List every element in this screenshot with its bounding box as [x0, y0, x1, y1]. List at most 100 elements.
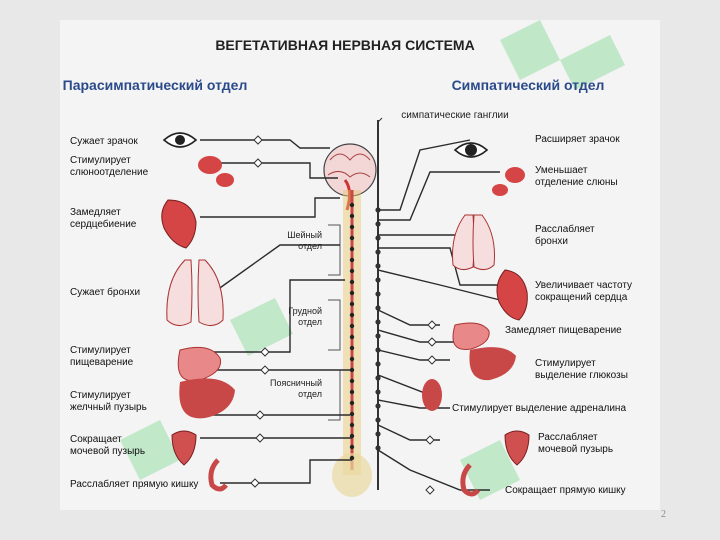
- para-effect-heart-line2: сердцебиение: [70, 218, 137, 230]
- adrenal-icon-right: [422, 379, 442, 411]
- spine-region-thoracic: Грудной отдел: [288, 306, 322, 327]
- spinal-root-dot: [349, 202, 355, 208]
- heart-icon-left: [161, 199, 197, 249]
- sympathetic-ganglion-dot: [375, 361, 381, 367]
- para-effect-bladder-line1: Сокращает: [70, 434, 122, 445]
- sympathetic-ganglion-dot: [375, 333, 381, 339]
- spine-region-cervical-line1: Шейный: [287, 230, 322, 240]
- sympathetic-ganglion-dot: [375, 305, 381, 311]
- nervous-system-diagram: ВЕГЕТАТИВНАЯ НЕРВНАЯ СИСТЕМА Парасимпати…: [60, 20, 660, 510]
- spine-region-lumbar-line1: Поясничный: [270, 378, 322, 388]
- liver-icon-right: [469, 347, 516, 381]
- spinal-root-dot: [349, 422, 355, 428]
- para-effect-pupil: Сужает зрачок: [70, 136, 138, 147]
- symp-effect-rectum: Сокращает прямую кишку: [505, 485, 626, 496]
- parasympathetic-nerves: [200, 139, 352, 484]
- eye-icon-right: [453, 142, 489, 158]
- spinal-root-dot: [349, 213, 355, 219]
- spinal-root-dot: [349, 334, 355, 340]
- page-number: 2: [661, 509, 666, 520]
- para-effect-rectum: Расслабляет прямую кишку: [70, 478, 198, 490]
- sympathetic-ganglia-label: симпатические ганглии: [401, 110, 508, 121]
- spine-region-thoracic-line2: отдел: [298, 317, 322, 327]
- spinal-root-dot: [349, 411, 355, 417]
- sympathetic-ganglion-dot: [375, 445, 381, 451]
- spine-region-lumbar-line2: отдел: [298, 389, 322, 399]
- diagram-background: [60, 20, 660, 510]
- sympathetic-ganglion-dot: [375, 277, 381, 283]
- eye-icon-left: [162, 132, 198, 148]
- symp-effect-bladder-line1: Расслабляет: [538, 431, 598, 443]
- heart-icon-right: [496, 269, 528, 321]
- para-effect-digestion-line2: пищеварение: [70, 357, 134, 368]
- spine-region-cervical: Шейный отдел: [287, 230, 322, 251]
- stomach-icon-left: [177, 346, 222, 382]
- symp-effect-glucose-line1: Стимулирует: [535, 358, 596, 369]
- para-effect-bladder-line2: мочевой пузырь: [70, 446, 145, 457]
- stomach-icon-right: [452, 322, 490, 350]
- parasympathetic-ganglia: [250, 135, 270, 488]
- parasympathetic-heading: Парасимпатический отдел: [63, 77, 248, 93]
- symp-effect-adrenaline: Стимулирует выделение адреналина: [452, 403, 626, 414]
- sympathetic-ganglion-dot: [375, 375, 381, 381]
- sympathetic-effects: Расширяет зрачок Уменьшает отделение слю…: [452, 134, 632, 496]
- sympathetic-ganglion-dot: [375, 319, 381, 325]
- spinal-root-dot: [349, 378, 355, 384]
- sympathetic-ganglion-dot: [375, 221, 381, 227]
- bladder-icon-right: [504, 430, 530, 466]
- symp-effect-pupil: Расширяет зрачок: [535, 134, 620, 145]
- spinal-root-dot: [349, 279, 355, 285]
- spinal-root-dot: [349, 400, 355, 406]
- sympathetic-heading: Симпатический отдел: [452, 77, 605, 93]
- symp-effect-bladder-line2: мочевой пузырь: [538, 444, 613, 455]
- lungs-icon-left: [166, 259, 224, 326]
- rectum-icon-left: [208, 458, 228, 492]
- spinal-root-dot: [349, 389, 355, 395]
- spinal-root-dot: [349, 323, 355, 329]
- para-effect-bronchi: Сужает бронхи: [70, 286, 140, 298]
- spinal-root-dot: [349, 455, 355, 461]
- sympathetic-ganglion-dot: [375, 389, 381, 395]
- spinal-root-dot: [349, 290, 355, 296]
- sympathetic-ganglion-dot: [375, 235, 381, 241]
- symp-effect-saliva-line2: отделение слюны: [535, 177, 618, 188]
- para-effect-heart-line1: Замедляет: [70, 207, 121, 218]
- sympathetic-ganglia: [375, 207, 381, 451]
- symp-effect-saliva-line1: Уменьшает: [535, 165, 588, 176]
- sympathetic-ganglion-dot: [375, 249, 381, 255]
- symp-effect-heart-line1: Увеличивает частоту: [535, 280, 632, 291]
- bladder-icon-left: [171, 430, 197, 466]
- sympathetic-ganglion-dot: [375, 263, 381, 269]
- lungs-icon-right: [452, 214, 495, 271]
- para-effect-saliva-line1: Стимулирует: [70, 155, 131, 166]
- spinal-root-dot: [349, 246, 355, 252]
- spinal-root-dot: [349, 444, 355, 450]
- spinal-nerve-roots: [349, 202, 355, 461]
- spinal-root-dot: [349, 356, 355, 362]
- sympathetic-ganglion-dot: [375, 403, 381, 409]
- spinal-root-dot: [349, 268, 355, 274]
- spinal-root-dot: [349, 312, 355, 318]
- watermark: [120, 20, 625, 500]
- parasympathetic-effects: Сужает зрачок Стимулирует слюноотделение…: [70, 136, 198, 490]
- para-effect-saliva-line2: слюноотделение: [70, 167, 149, 178]
- spinal-root-dot: [349, 367, 355, 373]
- symp-effect-glucose-line2: выделение глюкозы: [535, 370, 628, 381]
- para-effect-gallbladder-line1: Стимулирует: [70, 390, 131, 401]
- sympathetic-ganglion-dot: [375, 417, 381, 423]
- spinal-root-dot: [349, 224, 355, 230]
- symp-effect-bronchi-line2: бронхи: [535, 235, 568, 247]
- rectum-icon-right: [460, 463, 480, 497]
- salivary-gland-icon-right: [492, 167, 525, 196]
- para-effect-gallbladder-line2: желчный пузырь: [70, 402, 147, 413]
- spine-region-thoracic-line1: Грудной: [288, 306, 322, 316]
- spinal-root-dot: [349, 433, 355, 439]
- sympathetic-ganglion-dot: [375, 431, 381, 437]
- symp-effect-bronchi-line1: Расслабляет: [535, 223, 595, 235]
- spinal-root-dot: [349, 301, 355, 307]
- para-effect-digestion-line1: Стимулирует: [70, 345, 131, 356]
- ganglia-label-pointer: [377, 117, 383, 123]
- spine-region-cervical-line2: отдел: [298, 241, 322, 251]
- symp-effect-digestion: Замедляет пищеварение: [505, 325, 622, 336]
